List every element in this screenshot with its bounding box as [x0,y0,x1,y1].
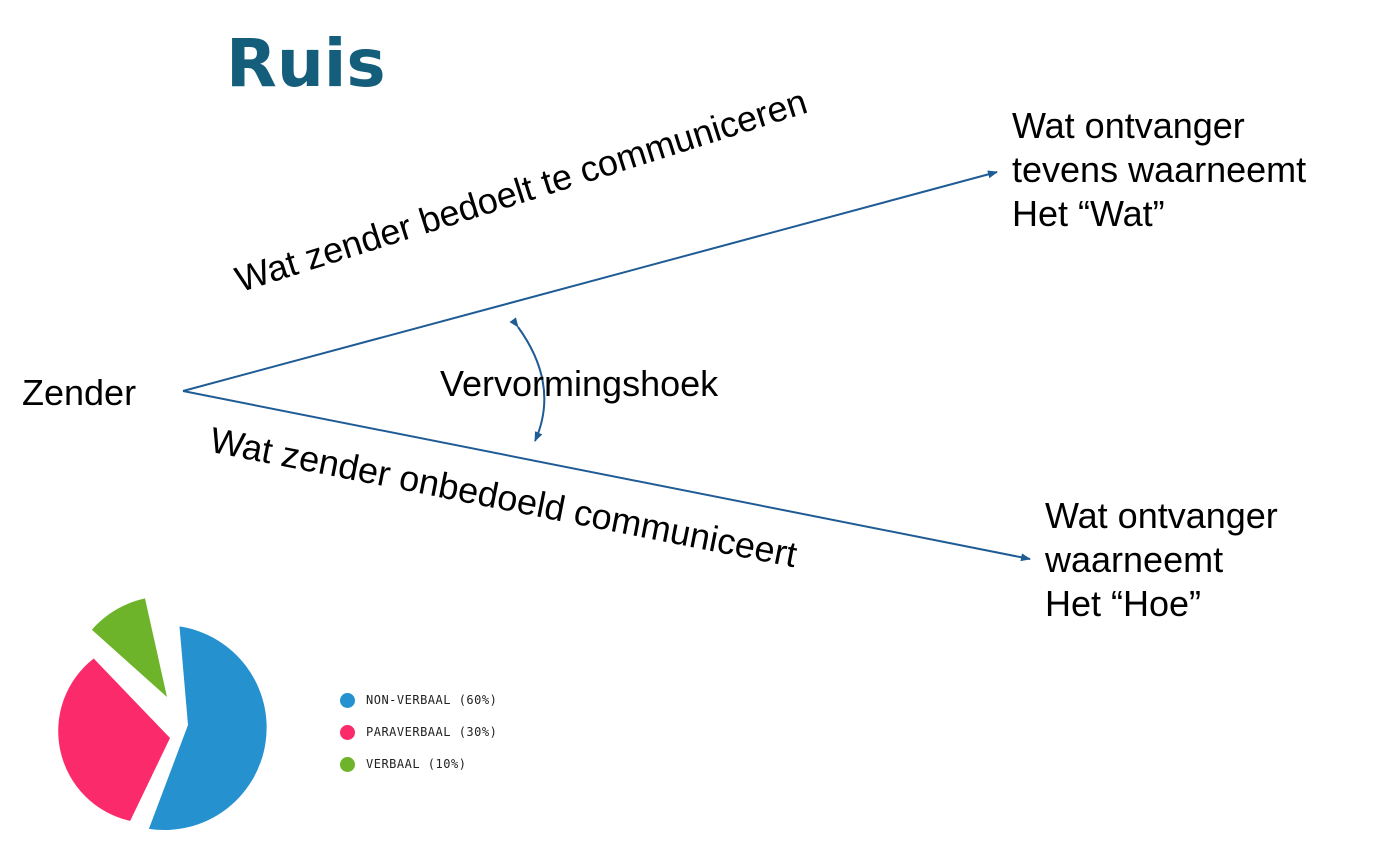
page-title: Ruis [226,25,386,102]
receiver-how-text: Wat ontvanger waarneemt Het “Hoe” [1045,494,1278,626]
legend-item-verbaal: VERBAAL (10%) [340,748,497,780]
distortion-angle-arc [509,317,546,442]
legend-dot-paraverbaal [340,724,355,740]
pie-slice-verbaal [91,598,167,697]
legend-item-nonverbaal: NON-VERBAAL (60%) [340,684,497,716]
legend-label-nonverbaal: NON-VERBAAL (60%) [366,693,498,707]
distortion-angle-label: Vervormingshoek [440,363,719,404]
receiver-what-line3: Het “Wat” [1012,193,1165,234]
legend-item-paraverbaal: PARAVERBAAL (30%) [340,716,497,748]
receiver-what-line2: tevens waarneemt [1012,149,1307,190]
sender-label: Zender [22,372,137,413]
unintended-arrow [182,390,1031,562]
receiver-how-line2: waarneemt [1045,539,1224,580]
pie-chart [58,598,267,831]
intended-arrow [182,170,998,392]
pie-slice-paraverbaal [58,658,170,821]
receiver-how-line1: Wat ontvanger [1045,495,1278,536]
pie-slice-nonverbaal [148,626,267,831]
pie-legend: NON-VERBAAL (60%) PARAVERBAAL (30%) VERB… [340,684,497,780]
legend-label-paraverbaal: PARAVERBAAL (30%) [366,725,498,739]
legend-dot-verbaal [340,756,355,772]
receiver-how-line3: Het “Hoe” [1045,583,1202,624]
receiver-what-text: Wat ontvanger tevens waarneemt Het “Wat” [1012,104,1306,236]
legend-label-verbaal: VERBAAL (10%) [366,757,467,771]
legend-dot-nonverbaal [340,692,355,708]
receiver-what-line1: Wat ontvanger [1012,105,1245,146]
